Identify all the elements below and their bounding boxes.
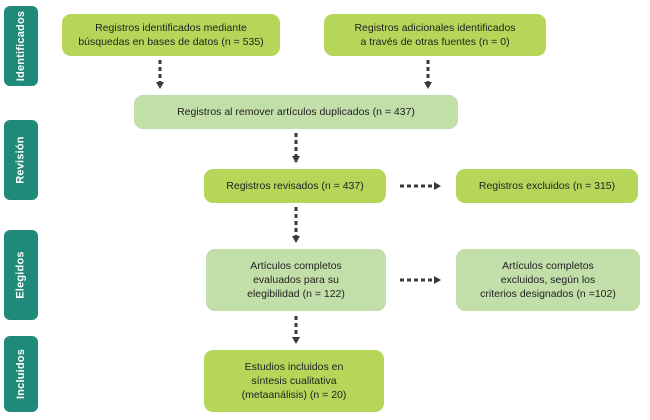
- stage-included: Incluidos: [4, 336, 38, 412]
- box-full-text-text: Artículos completos evaluados para su el…: [247, 259, 345, 301]
- box-screened: Registros revisados (n = 437): [204, 169, 386, 203]
- box-excluded: Registros excluidos (n = 315): [456, 169, 638, 203]
- stage-identified: Identificados: [4, 6, 38, 86]
- box-deduplicated-text: Registros al remover artículos duplicado…: [177, 105, 415, 118]
- box-other-records: Registros adicionales identificados a tr…: [324, 14, 546, 56]
- box-deduplicated: Registros al remover artículos duplicado…: [134, 95, 458, 129]
- box-database-records-text: Registros identificados mediante búsqued…: [78, 21, 264, 48]
- box-full-text-excluded-text: Artículos completos excluidos, según los…: [480, 259, 616, 301]
- box-other-records-text: Registros adicionales identificados a tr…: [354, 21, 516, 48]
- box-included-studies: Estudios incluidos en síntesis cualitati…: [204, 350, 384, 412]
- box-full-text: Artículos completos evaluados para su el…: [206, 249, 386, 311]
- box-database-records: Registros identificados mediante búsqued…: [62, 14, 280, 56]
- box-excluded-text: Registros excluidos (n = 315): [478, 179, 616, 192]
- stage-review: Revisión: [4, 120, 38, 200]
- box-screened-text: Registros revisados (n = 437): [226, 179, 364, 192]
- box-included-studies-text: Estudios incluidos en síntesis cualitati…: [241, 360, 347, 402]
- stage-eligible: Elegidos: [4, 230, 38, 320]
- box-full-text-excluded: Artículos completos excluidos, según los…: [456, 249, 640, 311]
